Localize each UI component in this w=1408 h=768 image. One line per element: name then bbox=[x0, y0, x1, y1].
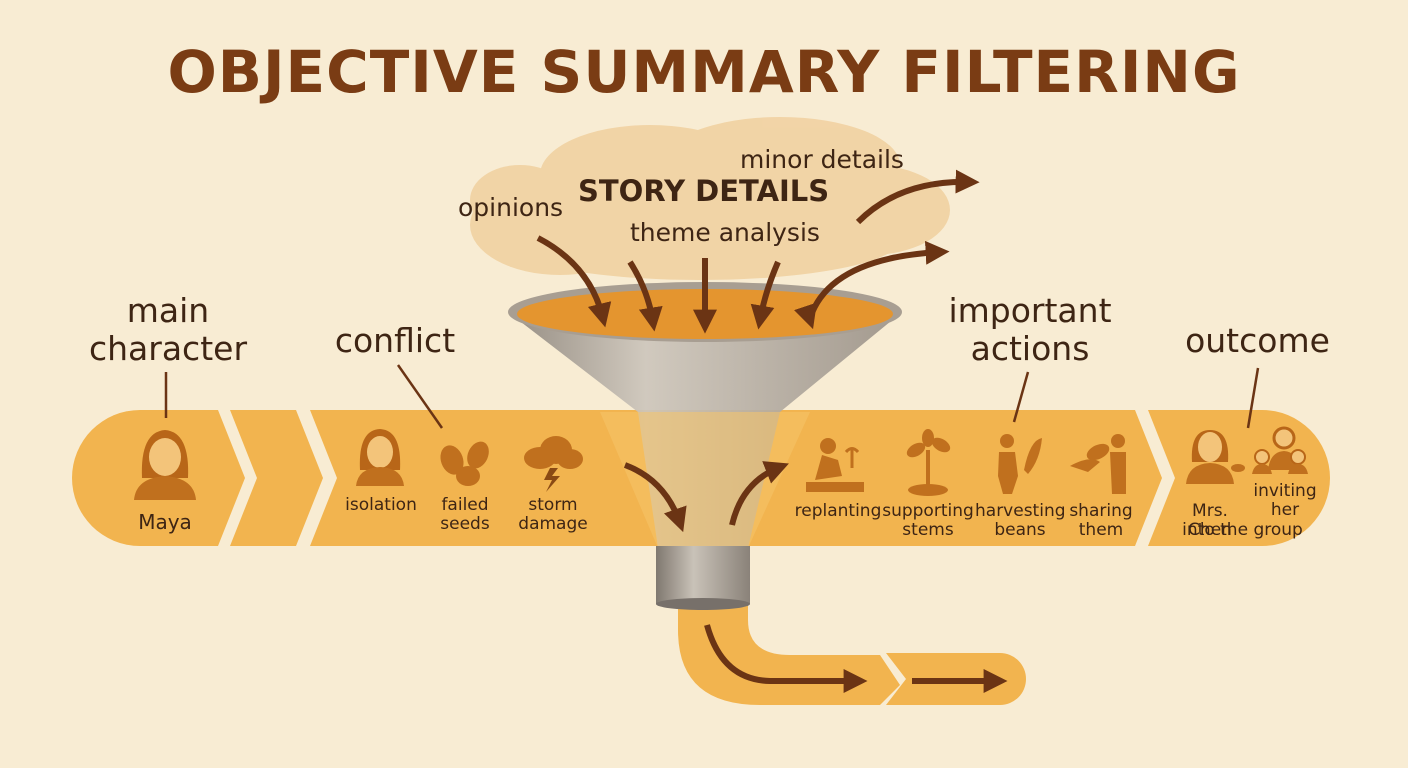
planting-icon bbox=[806, 438, 864, 492]
cloud-item-opinions: opinions bbox=[458, 193, 564, 222]
page-title: OBJECTIVE SUMMARY FILTERING bbox=[167, 38, 1241, 106]
label-outcome: outcome bbox=[1185, 321, 1330, 360]
item-into-the-group: into the group bbox=[1182, 520, 1303, 540]
item-inviting-her: inviting her bbox=[1253, 481, 1317, 520]
sprout-icon bbox=[906, 429, 951, 496]
story-details-cloud bbox=[470, 117, 950, 280]
seeds-icon bbox=[440, 441, 489, 486]
harvester-icon bbox=[998, 434, 1042, 494]
label-important-actions: important actions bbox=[948, 291, 1112, 368]
sharing-hands-icon bbox=[1070, 434, 1126, 494]
item-isolation: isolation bbox=[345, 495, 417, 515]
item-mrs-chen: Mrs. Chen bbox=[1188, 501, 1232, 540]
storm-cloud-icon bbox=[524, 436, 583, 492]
arrow-out-of-spout bbox=[729, 461, 789, 526]
label-conflict: conflict bbox=[334, 321, 456, 360]
group-icon bbox=[1252, 426, 1308, 474]
item-sharing-them: sharing them bbox=[1069, 501, 1133, 540]
person-icon bbox=[134, 430, 196, 500]
item-storm-damage: storm damage bbox=[518, 495, 588, 534]
mrs-chen-icon bbox=[1186, 430, 1245, 484]
cloud-heading: STORY DETAILS bbox=[578, 174, 830, 208]
output-arrow-1 bbox=[704, 624, 868, 693]
cloud-item-minor-details: minor details bbox=[740, 145, 904, 174]
arrow-opinions-in bbox=[536, 235, 612, 328]
arrow-minor-out-1 bbox=[807, 240, 950, 320]
arrow-into-spout bbox=[623, 462, 687, 533]
filter-arrows bbox=[536, 169, 980, 533]
item-failed-seeds: failed seeds bbox=[440, 495, 490, 534]
label-connectors bbox=[164, 364, 1260, 429]
isolation-person-icon bbox=[356, 429, 404, 486]
item-maya: Maya bbox=[138, 510, 192, 534]
arrow-minor-out-2 bbox=[855, 169, 980, 225]
item-supporting-stems: supporting stems bbox=[882, 501, 974, 540]
label-main-character: main character bbox=[88, 291, 248, 368]
cloud-item-theme-analysis: theme analysis bbox=[630, 218, 820, 247]
item-harvesting-beans: harvesting beans bbox=[975, 501, 1066, 540]
item-replanting: replanting bbox=[794, 501, 882, 521]
